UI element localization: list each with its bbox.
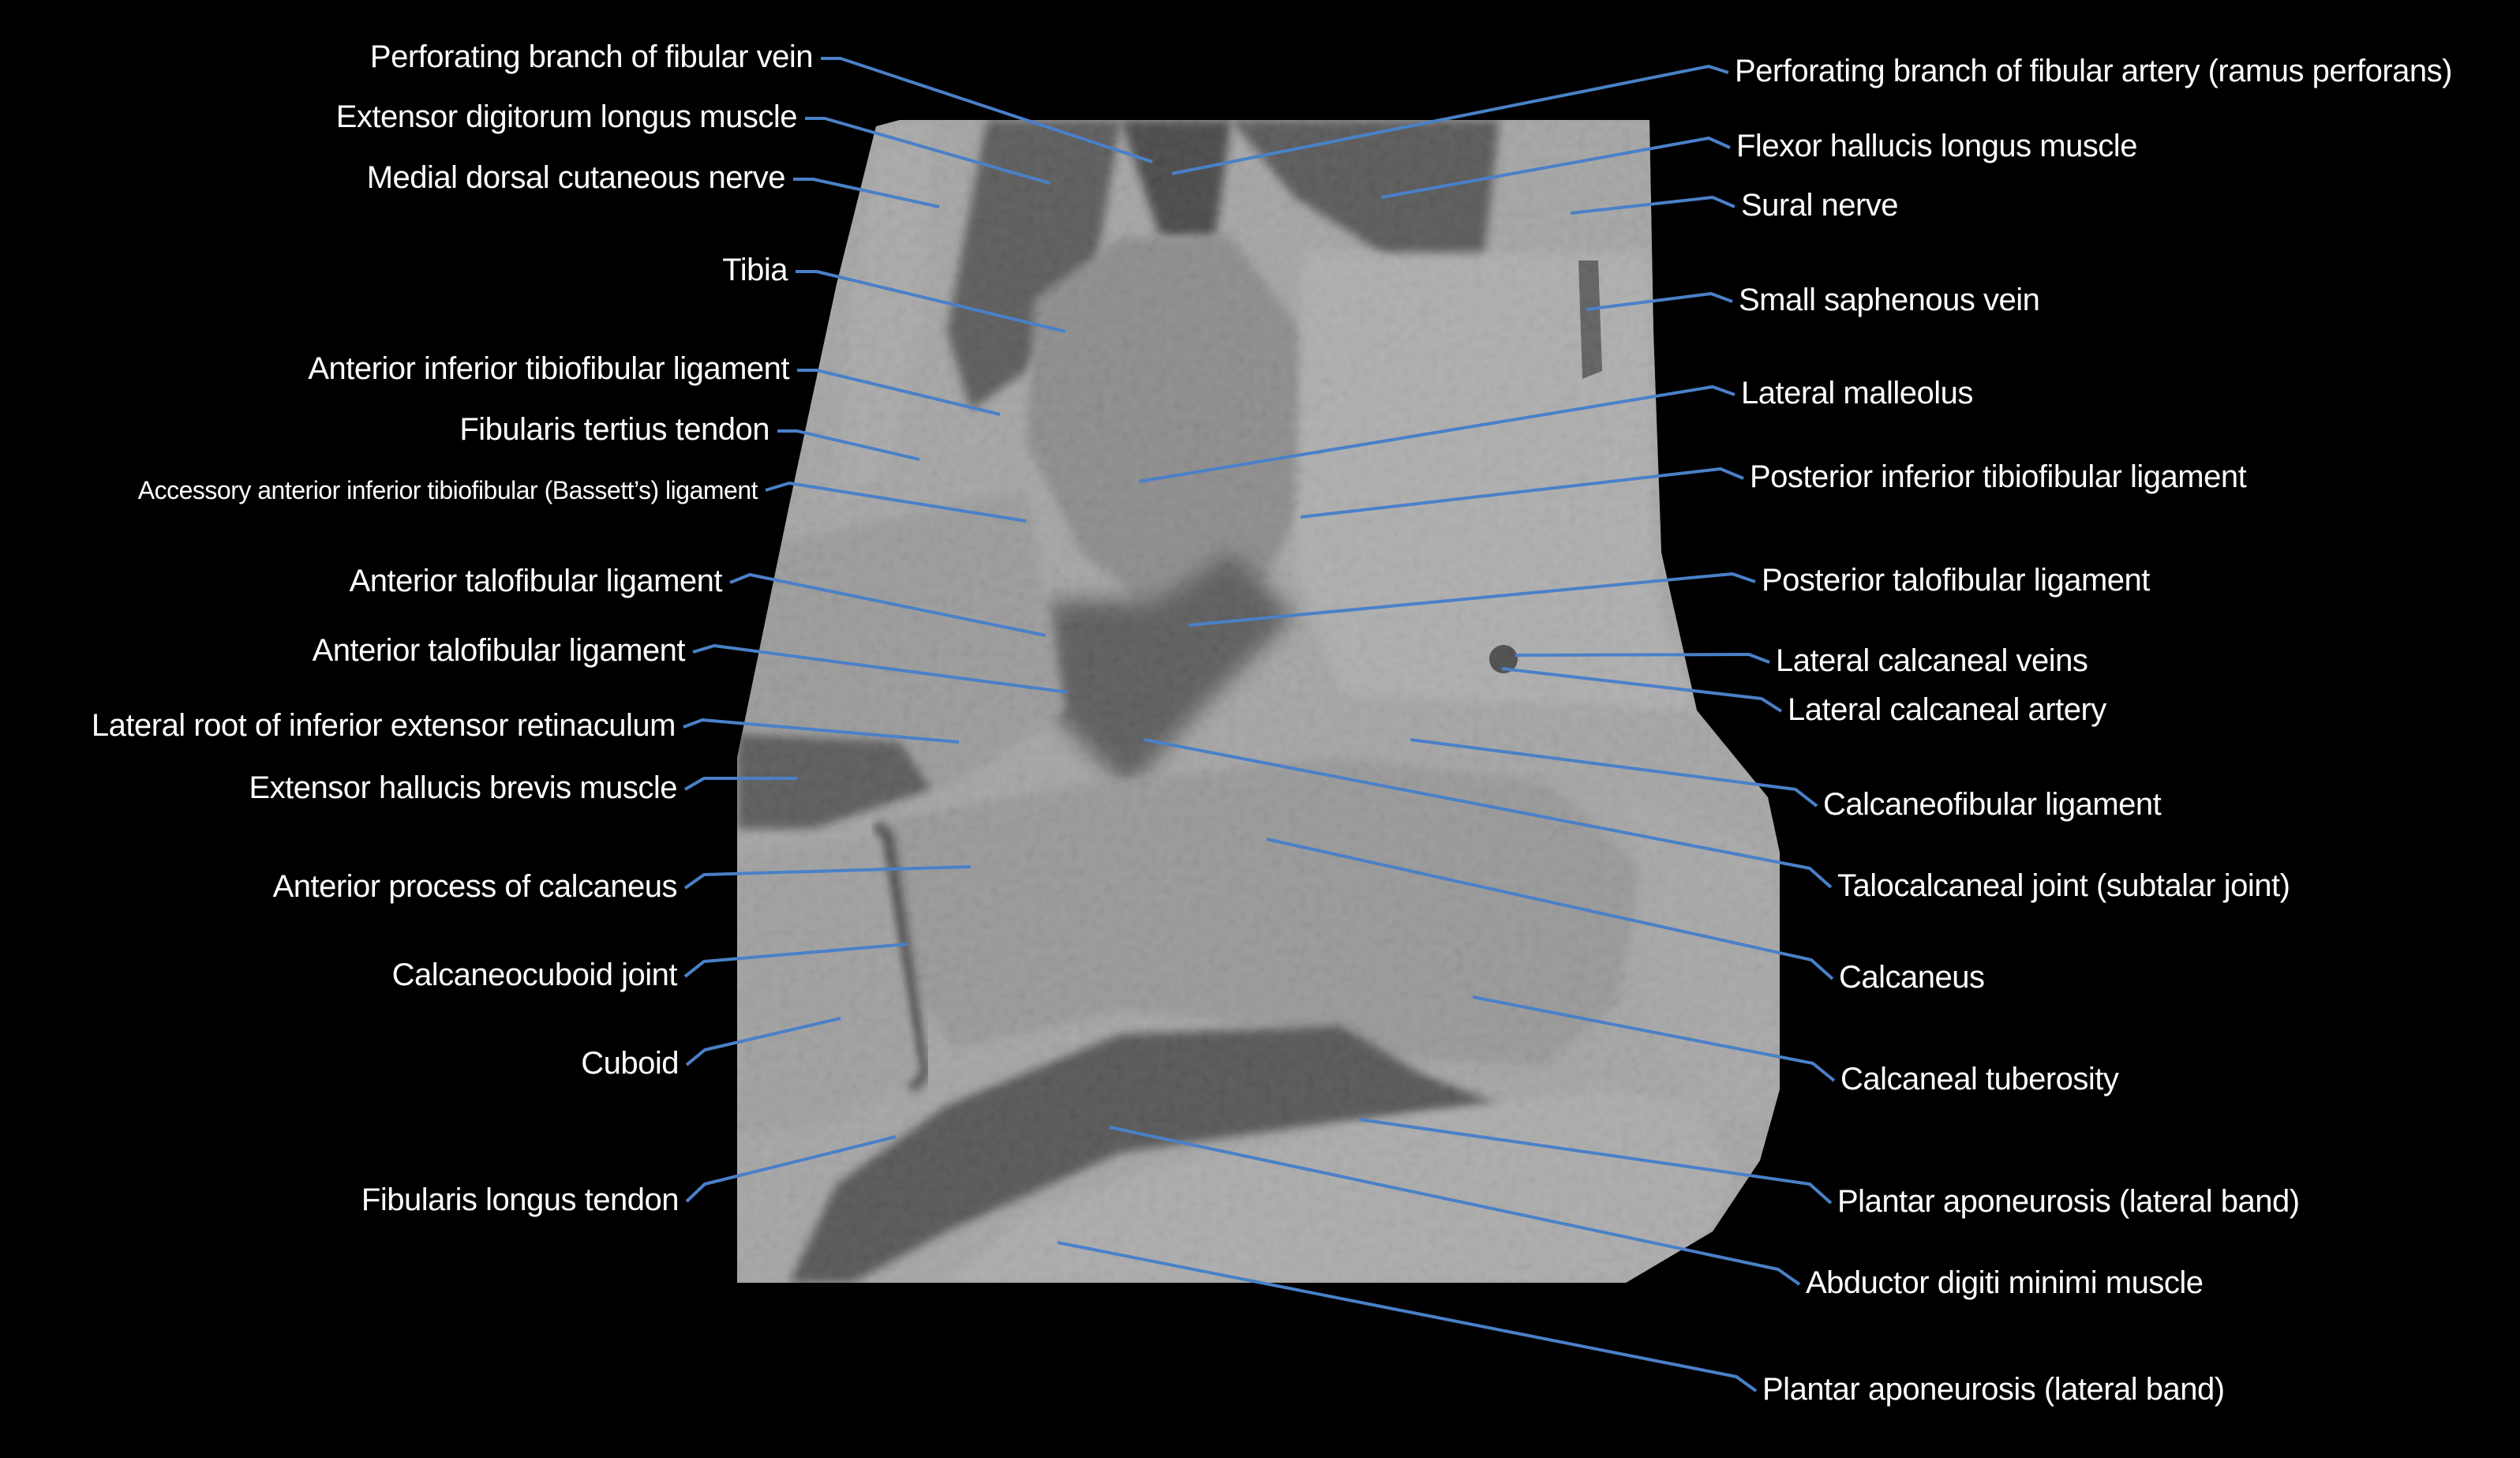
label-lateral-malleolus: Lateral malleolus [1741,376,1973,410]
label-small-saphenous-vein: Small saphenous vein [1739,283,2040,317]
label-calcaneofibular-ligament: Calcaneofibular ligament [1823,787,2162,822]
label-plantar-aponeurosis-lateral-band-1: Plantar aponeurosis (lateral band) [1837,1184,2300,1219]
label-anterior-talofibular-ligament-1: Anterior talofibular ligament [349,564,723,598]
label-calcaneus: Calcaneus [1839,960,1985,995]
label-flexor-hallucis-longus: Flexor hallucis longus muscle [1736,129,2137,163]
label-plantar-aponeurosis-lateral-band-2: Plantar aponeurosis (lateral band) [1762,1372,2225,1407]
label-sural-nerve: Sural nerve [1741,188,1899,223]
label-perforating-branch-fibular-vein: Perforating branch of fibular vein [369,39,814,74]
label-extensor-digitorum-longus: Extensor digitorum longus muscle [335,99,798,134]
label-extensor-hallucis-brevis: Extensor hallucis brevis muscle [249,770,678,805]
label-anterior-process-calcaneus: Anterior process of calcaneus [272,869,678,904]
label-lateral-calcaneal-veins: Lateral calcaneal veins [1776,643,2088,678]
label-perforating-branch-fibular-artery: Perforating branch of fibular artery (ra… [1735,54,2452,88]
label-cuboid: Cuboid [581,1046,679,1081]
label-abductor-digiti-minimi: Abductor digiti minimi muscle [1806,1265,2204,1300]
label-lateral-root-inferior-extensor-retinaculum: Lateral root of inferior extensor retina… [91,708,676,743]
label-medial-dorsal-cutaneous-nerve: Medial dorsal cutaneous nerve [366,160,786,195]
label-fibularis-longus-tendon: Fibularis longus tendon [361,1183,680,1217]
label-bassetts-ligament: Accessory anterior inferior tibiofibular… [137,476,758,504]
label-posterior-talofibular-ligament: Posterior talofibular ligament [1762,563,2150,598]
label-calcaneocuboid-joint: Calcaneocuboid joint [391,958,678,992]
label-fibularis-tertius-tendon: Fibularis tertius tendon [459,412,769,447]
label-calcaneal-tuberosity: Calcaneal tuberosity [1840,1062,2119,1096]
label-lateral-calcaneal-artery: Lateral calcaneal artery [1788,692,2106,727]
label-anterior-talofibular-ligament-2: Anterior talofibular ligament [312,633,686,668]
label-tibia: Tibia [722,253,788,287]
label-talocalcaneal-joint: Talocalcaneal joint (subtalar joint) [1837,868,2290,903]
label-anterior-inferior-tibiofibular-ligament: Anterior inferior tibiofibular ligament [308,351,789,386]
label-posterior-inferior-tibiofibular-ligament: Posterior inferior tibiofibular ligament [1750,459,2247,494]
